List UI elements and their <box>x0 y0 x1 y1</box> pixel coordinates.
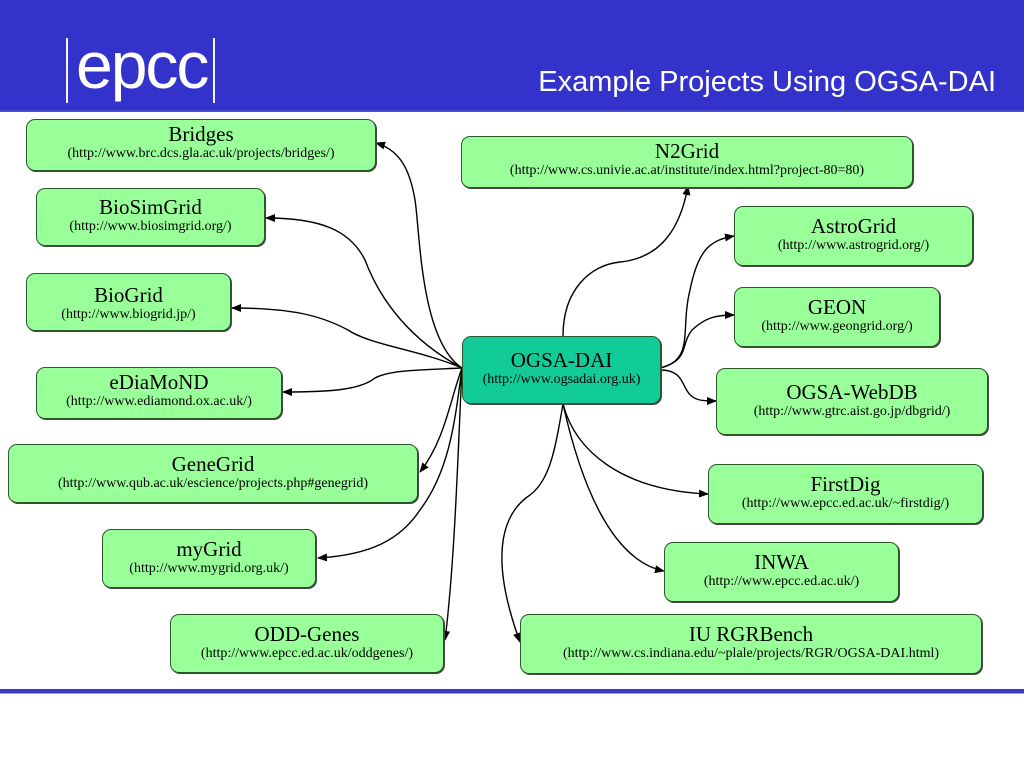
project-node-genegrid[interactable]: GeneGrid (http://www.qub.ac.uk/escience/… <box>8 444 418 503</box>
project-url[interactable]: (http://www.biogrid.jp/) <box>61 307 196 322</box>
project-name: GeneGrid <box>171 452 255 476</box>
project-name: GEON <box>807 295 867 319</box>
project-url[interactable]: (http://www.gtrc.aist.go.jp/dbgrid/) <box>753 404 951 419</box>
edge-to-n2grid <box>562 185 691 337</box>
edge-to-biosimgrid <box>265 214 463 369</box>
project-url[interactable]: (http://www.epcc.ed.ac.uk/oddgenes/) <box>200 646 414 661</box>
slide-title: Example Projects Using OGSA-DAI <box>538 66 996 98</box>
project-node-firstdig[interactable]: FirstDig (http://www.epcc.ed.ac.uk/~firs… <box>708 464 983 524</box>
edge-to-oddgenes <box>442 367 463 641</box>
project-node-oddgenes[interactable]: ODD-Genes (http://www.epcc.ed.ac.uk/oddg… <box>170 614 444 673</box>
project-name: IU RGRBench <box>688 622 814 646</box>
logo-left-bar <box>66 37 68 103</box>
project-name: OGSA-WebDB <box>786 380 918 404</box>
project-url[interactable]: (http://www.cs.univie.ac.at/institute/in… <box>509 163 865 178</box>
project-name: myGrid <box>176 537 242 561</box>
edge-to-bridges <box>375 141 463 369</box>
project-node-ediamond[interactable]: eDiaMoND (http://www.ediamond.ox.ac.uk/) <box>36 367 282 419</box>
project-url[interactable]: (http://www.astrogrid.org/) <box>777 238 930 253</box>
project-name: ODD-Genes <box>254 622 360 646</box>
epcc-logo: epcc <box>66 28 216 110</box>
edge-to-geon <box>659 311 735 369</box>
project-name: N2Grid <box>654 139 720 163</box>
project-name: Bridges <box>168 122 234 146</box>
project-name: eDiaMoND <box>109 370 209 394</box>
project-url[interactable]: (http://www.qub.ac.uk/escience/projects.… <box>57 476 369 491</box>
project-url[interactable]: (http://www.epcc.ed.ac.uk/) <box>703 574 860 589</box>
project-node-mygrid[interactable]: myGrid (http://www.mygrid.org.uk/) <box>102 529 316 588</box>
project-url[interactable]: (http://www.mygrid.org.uk/) <box>129 561 289 576</box>
project-url[interactable]: (http://www.ediamond.ox.ac.uk/) <box>66 394 252 409</box>
edge-to-ogsawebdb <box>659 369 717 405</box>
project-node-n2grid[interactable]: N2Grid (http://www.cs.univie.ac.at/insti… <box>461 136 913 188</box>
edge-to-genegrid <box>419 367 463 473</box>
project-name: INWA <box>754 550 809 574</box>
edge-to-iurgrbench <box>501 403 564 643</box>
edge-to-inwa <box>562 403 665 574</box>
project-node-geon[interactable]: GEON (http://www.geongrid.org/) <box>734 287 940 347</box>
header-divider <box>0 110 1024 112</box>
edge-to-biogrid <box>231 304 463 369</box>
center-name: OGSA-DAI <box>510 348 613 372</box>
project-name: BioGrid <box>94 283 163 307</box>
project-node-inwa[interactable]: INWA (http://www.epcc.ed.ac.uk/) <box>664 542 899 602</box>
project-node-bridges[interactable]: Bridges (http://www.brc.dcs.gla.ac.uk/pr… <box>26 119 376 171</box>
center-node-ogsa-dai[interactable]: OGSA-DAI (http://www.ogsadai.org.uk) <box>462 336 661 404</box>
edge-to-ediamond <box>282 367 463 396</box>
footer-divider <box>0 689 1024 693</box>
logo-text: epcc <box>76 28 209 102</box>
center-url[interactable]: (http://www.ogsadai.org.uk) <box>482 372 641 387</box>
project-node-biosimgrid[interactable]: BioSimGrid (http://www.biosimgrid.org/) <box>36 188 265 246</box>
project-name: BioSimGrid <box>99 195 202 219</box>
project-url[interactable]: (http://www.epcc.ed.ac.uk/~firstdig/) <box>741 496 950 511</box>
project-node-astrogrid[interactable]: AstroGrid (http://www.astrogrid.org/) <box>734 206 973 266</box>
edge-to-firstdig <box>562 403 709 498</box>
project-url[interactable]: (http://www.geongrid.org/) <box>761 319 913 334</box>
edge-to-astrogrid <box>659 233 735 369</box>
project-url[interactable]: (http://www.biosimgrid.org/) <box>69 219 232 234</box>
project-node-ogsawebdb[interactable]: OGSA-WebDB (http://www.gtrc.aist.go.jp/d… <box>716 368 988 435</box>
project-url[interactable]: (http://www.brc.dcs.gla.ac.uk/projects/b… <box>67 146 335 161</box>
project-url[interactable]: (http://www.cs.indiana.edu/~plale/projec… <box>562 646 940 661</box>
project-name: AstroGrid <box>810 214 897 238</box>
footer-divider-highlight <box>0 693 1024 694</box>
logo-right-bar <box>213 37 216 103</box>
project-node-biogrid[interactable]: BioGrid (http://www.biogrid.jp/) <box>26 273 231 331</box>
header-bar <box>0 0 1024 111</box>
project-node-iurgrbench[interactable]: IU RGRBench (http://www.cs.indiana.edu/~… <box>520 614 982 674</box>
project-name: FirstDig <box>810 472 881 496</box>
edge-to-mygrid <box>317 367 463 562</box>
